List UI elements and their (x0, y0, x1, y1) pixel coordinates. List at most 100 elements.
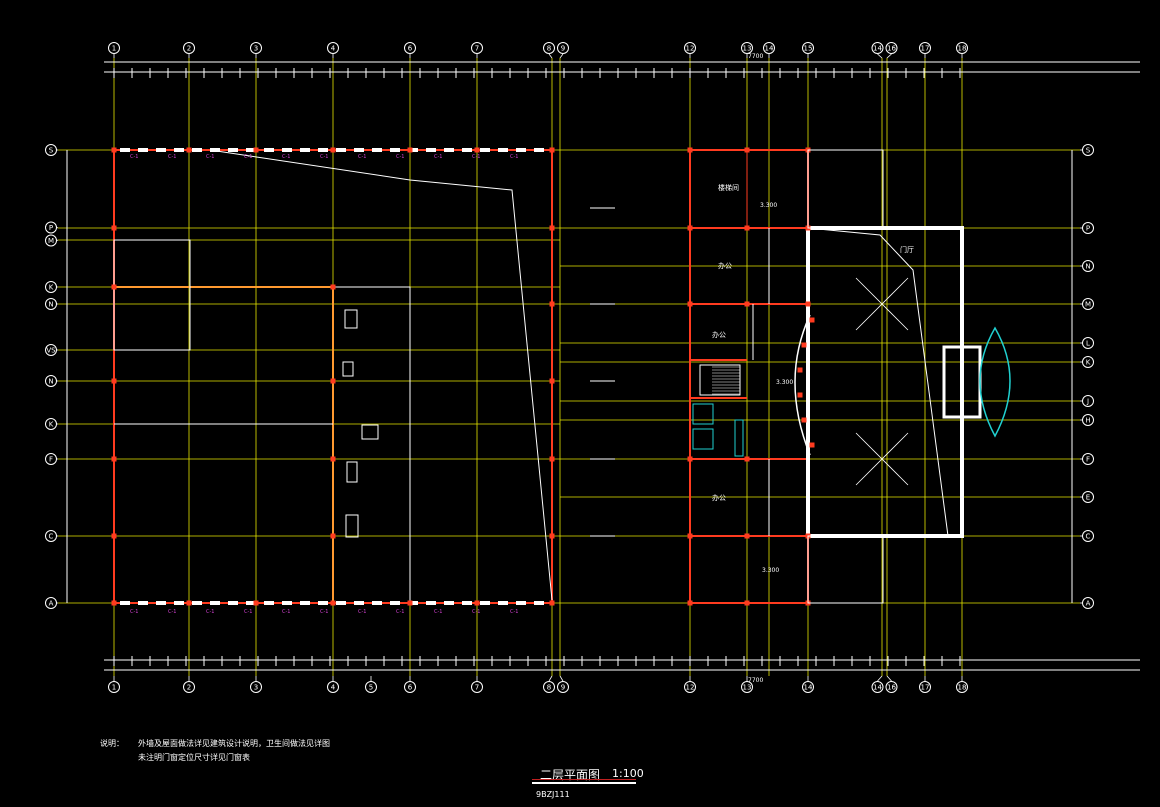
axis-bubble (956, 681, 968, 693)
axis-bubble (471, 42, 483, 54)
window-tag: C-1 (206, 609, 214, 615)
axis-bubble (956, 42, 968, 54)
column (111, 225, 117, 231)
axis-leader (548, 53, 553, 59)
elevation-label: 3.300 (762, 567, 779, 574)
overall-dimension-bottom: 7700 (748, 677, 763, 684)
column (809, 317, 815, 323)
window-tag: C-1 (244, 154, 252, 160)
column (797, 367, 803, 373)
window (336, 148, 346, 152)
window (282, 148, 292, 152)
column (744, 600, 750, 606)
window-tag: C-1 (206, 154, 214, 160)
axis-label: S (1086, 147, 1091, 155)
column (687, 456, 693, 462)
axis-label: 18 (958, 684, 967, 692)
axis-bubble (108, 42, 120, 54)
axis-leader (886, 675, 892, 682)
window (480, 601, 490, 605)
window-tag: C-1 (320, 609, 328, 615)
window-tag: C-1 (510, 154, 518, 160)
window (462, 148, 472, 152)
axis-label: 14 (804, 684, 813, 692)
toilet-fixture (692, 428, 714, 450)
axis-leader (56, 239, 59, 241)
axis-label: E (1086, 494, 1090, 502)
axis-label: 7 (475, 684, 479, 692)
window (480, 148, 490, 152)
axis-leader (559, 53, 564, 59)
axis-label: 13 (743, 684, 752, 692)
axis-bubble (871, 681, 884, 693)
toilet-fixture (692, 403, 714, 425)
axis-label: 12 (686, 684, 695, 692)
axis-leader (548, 675, 553, 682)
window (390, 601, 400, 605)
column (549, 456, 555, 462)
axis-label: 18 (958, 45, 967, 53)
window (336, 601, 346, 605)
column (253, 600, 259, 606)
axis-bubble (45, 453, 57, 465)
column (549, 600, 555, 606)
axis-label: K (49, 421, 54, 429)
axis-label: 5 (369, 684, 373, 692)
axis-label: 1 (112, 45, 116, 53)
window-tag: C-1 (130, 154, 138, 160)
axis-leader (877, 675, 883, 682)
axis-label: 6 (408, 684, 413, 692)
axis-bubble (45, 597, 57, 609)
axis-label: C (49, 533, 54, 541)
light-fixture (855, 432, 909, 486)
dimension-lines (104, 61, 1140, 671)
axis-label: 14 (873, 684, 882, 692)
axis-bubble (45, 144, 57, 156)
column (549, 147, 555, 153)
axis-label: M (48, 237, 54, 245)
notes-line: 未注明门窗定位尺寸详见门窗表 (138, 753, 250, 762)
window-tag: C-1 (358, 609, 366, 615)
terrace-outline (807, 535, 884, 604)
axis-label: 9 (561, 684, 565, 692)
axis-bubble (1082, 144, 1094, 156)
axis-label: 8 (547, 45, 551, 53)
axis-bubble (885, 681, 898, 693)
window-tag: C-1 (244, 609, 252, 615)
room-label: 门厅 (900, 245, 914, 254)
axis-label: 17 (921, 45, 930, 53)
column (687, 225, 693, 231)
column (549, 225, 555, 231)
equipment-outline (361, 424, 379, 440)
column (111, 378, 117, 384)
column (330, 600, 336, 606)
column (801, 417, 807, 423)
window (300, 601, 310, 605)
axis-label: S (49, 147, 54, 155)
axis-bubble (1082, 222, 1094, 234)
axis-bubble (741, 42, 753, 54)
axis-label: H (1085, 417, 1090, 425)
axis-bubble (1082, 337, 1094, 349)
axis-leader (886, 53, 892, 59)
window (354, 148, 364, 152)
axis-bubble (250, 681, 262, 693)
window (228, 601, 238, 605)
column (186, 600, 192, 606)
window (282, 601, 292, 605)
window (300, 148, 310, 152)
stair (699, 364, 741, 396)
window (120, 148, 130, 152)
axis-leader (56, 227, 59, 229)
window (354, 601, 364, 605)
column (744, 456, 750, 462)
window (138, 601, 148, 605)
notes-line: 外墙及屋面做法详见建筑设计说明，卫生间做法见详图 (138, 739, 330, 748)
axis-bubble (1082, 453, 1094, 465)
axis-bubble (45, 234, 57, 247)
window (444, 601, 454, 605)
window-tag: C-1 (472, 609, 480, 615)
axis-bubble (684, 681, 696, 693)
axis-bubble (1082, 530, 1094, 542)
